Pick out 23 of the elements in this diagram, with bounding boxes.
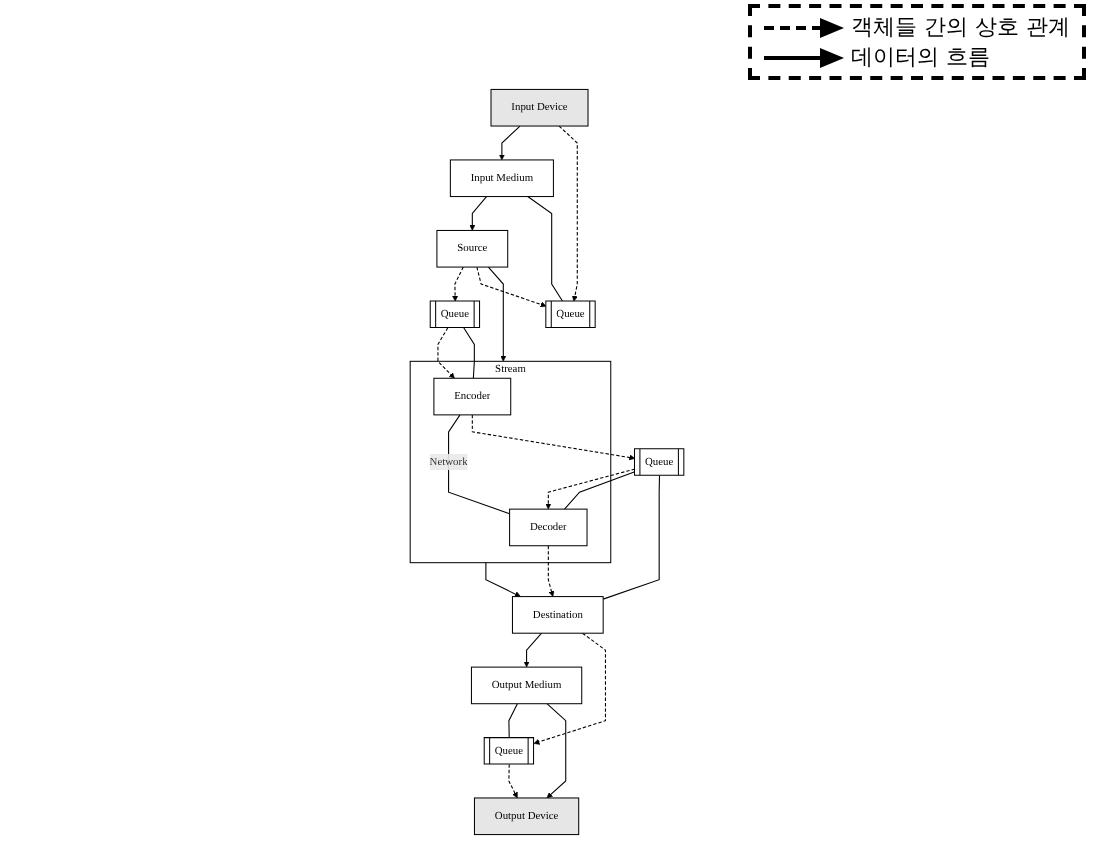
arrow bbox=[498, 125, 521, 161]
connector bbox=[508, 703, 518, 739]
arrow bbox=[469, 196, 488, 231]
arrow bbox=[471, 414, 636, 461]
connector bbox=[463, 327, 475, 379]
connector bbox=[527, 196, 564, 302]
arrow bbox=[558, 125, 578, 302]
legend-text: 데이터의 흐름 bbox=[851, 42, 990, 72]
arrow bbox=[487, 266, 507, 362]
arrow bbox=[485, 562, 521, 597]
arrow bbox=[545, 468, 636, 510]
arrow bbox=[476, 266, 547, 308]
arrow bbox=[452, 266, 464, 302]
arrow bbox=[437, 327, 455, 379]
arrow bbox=[546, 703, 567, 799]
arrow bbox=[533, 632, 606, 745]
connector bbox=[448, 414, 511, 515]
connector bbox=[602, 475, 661, 600]
legend-text: 객체들 간의 상호 관계 bbox=[851, 12, 1070, 42]
arrow bbox=[523, 632, 543, 668]
connector bbox=[564, 471, 636, 510]
arrow bbox=[547, 545, 555, 597]
arrow bbox=[508, 763, 518, 799]
